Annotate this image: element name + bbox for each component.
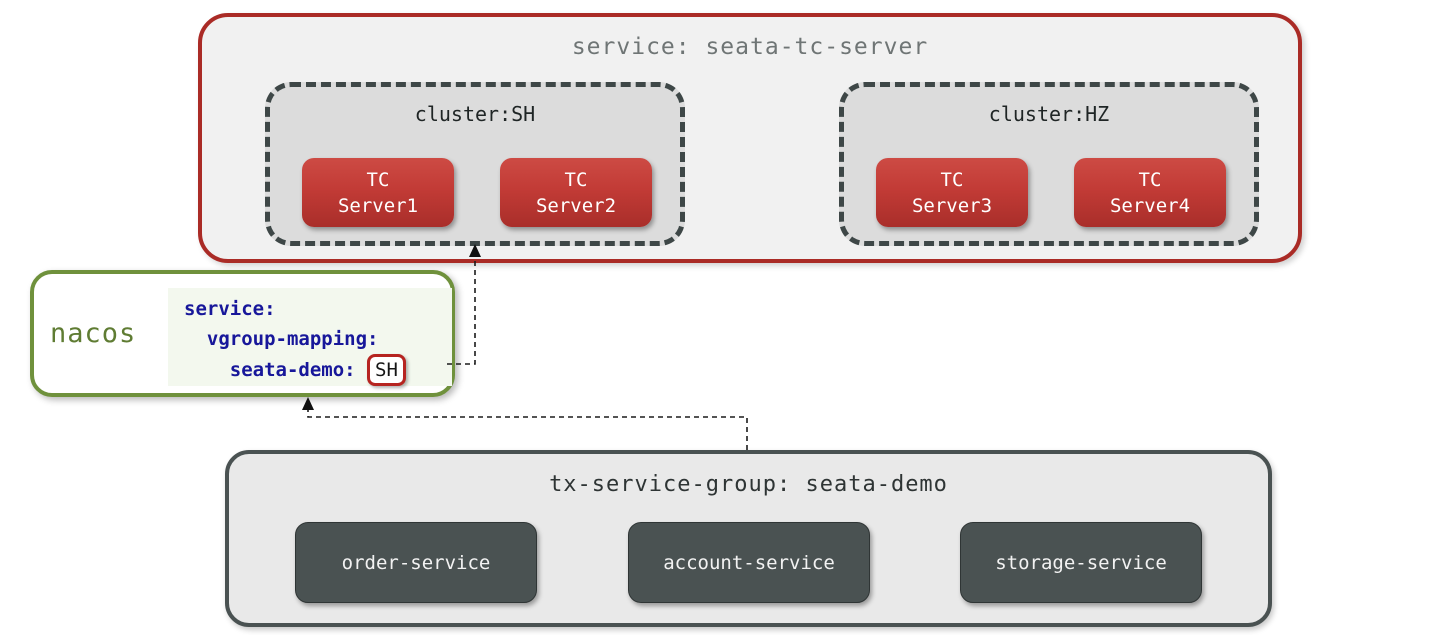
mapping-value-chip: SH — [367, 354, 406, 386]
tc-server-group-title: service: seata-tc-server — [571, 34, 929, 60]
config-line-service: service: — [184, 298, 276, 320]
tx-service-group-box: tx-service-group: seata-demo order-servi… — [225, 450, 1272, 627]
tc-server4-node: TC Server4 — [1074, 158, 1226, 227]
tx-service-group-title: tx-service-group: seata-demo — [549, 472, 948, 497]
tc-server1-line2: Server1 — [337, 194, 419, 217]
config-line-seata-demo: seata-demo: SH — [184, 354, 452, 386]
tc-server2-node: TC Server2 — [500, 158, 652, 227]
tc-server2-line1: TC — [564, 168, 588, 191]
nacos-config-panel: service: vgroup-mapping: seata-demo: SH — [168, 288, 452, 386]
nacos-label: nacos — [50, 318, 137, 349]
cluster-sh-box: cluster:SH TC Server1 TC Server2 — [265, 82, 685, 246]
arrow-tx-group-to-nacos — [302, 397, 748, 450]
tc-server4-line1: TC — [1138, 168, 1162, 191]
nacos-box: nacos service: vgroup-mapping: seata-dem… — [30, 270, 455, 397]
account-service-node: account-service — [628, 522, 870, 603]
tc-server3-node: TC Server3 — [876, 158, 1028, 227]
tc-server1-line1: TC — [366, 168, 390, 191]
tc-server2-line2: Server2 — [535, 194, 617, 217]
cluster-hz-label: cluster:HZ — [988, 102, 1110, 126]
tc-server3-line1: TC — [940, 168, 964, 191]
tc-server3-line2: Server3 — [911, 194, 993, 217]
order-service-node: order-service — [295, 522, 537, 603]
config-line-seata-demo-key: seata-demo: — [184, 359, 368, 381]
cluster-hz-box: cluster:HZ TC Server3 TC Server4 — [839, 82, 1259, 246]
config-line-vgroup-mapping: vgroup-mapping: — [184, 328, 379, 350]
cluster-sh-label: cluster:SH — [414, 102, 536, 126]
tc-server-group-box: service: seata-tc-server cluster:SH TC S… — [198, 13, 1302, 263]
storage-service-node: storage-service — [960, 522, 1202, 603]
tc-server1-node: TC Server1 — [302, 158, 454, 227]
tc-server4-line2: Server4 — [1109, 194, 1191, 217]
